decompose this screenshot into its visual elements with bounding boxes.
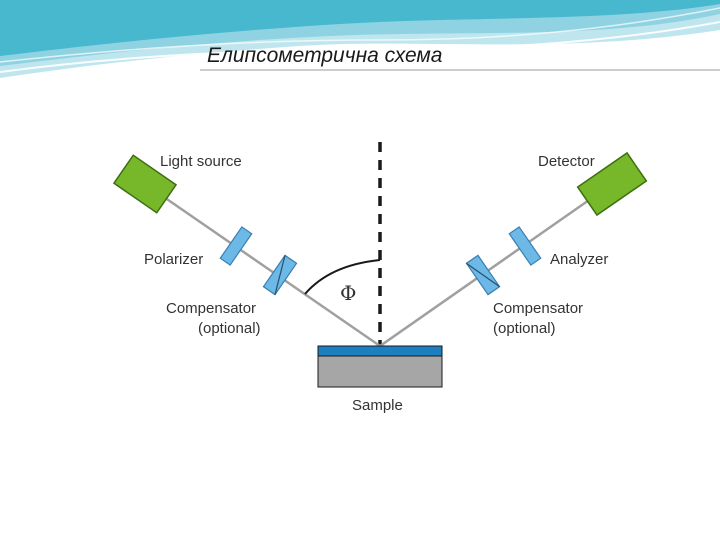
header-band <box>0 0 720 78</box>
incident-beam <box>144 182 381 348</box>
compensator-left <box>262 254 298 296</box>
analyzer <box>508 226 542 266</box>
compensator-left-label: Compensator <box>166 300 256 317</box>
compensator-right <box>465 254 501 296</box>
header-wave-line <box>0 21 720 73</box>
sample-base <box>317 355 443 388</box>
polarizer <box>219 226 253 266</box>
reflected-beam <box>379 182 613 348</box>
header-wave-line-2 <box>0 7 720 63</box>
light-source <box>112 154 178 214</box>
sample-top-layer <box>317 345 443 357</box>
angle-label: Φ <box>340 281 356 305</box>
detector <box>576 151 648 217</box>
header-wave-dark <box>0 0 720 56</box>
compensator-right-optional: (optional) <box>493 320 556 337</box>
light-source-label: Light source <box>160 153 242 170</box>
detector-label: Detector <box>538 153 595 170</box>
compensator-right-label: Compensator <box>493 300 583 317</box>
analyzer-label: Analyzer <box>550 251 608 268</box>
compensator-left-optional: (optional) <box>198 320 261 337</box>
slide-title: Елипсометрична схема <box>207 44 443 67</box>
sample-label: Sample <box>352 397 403 414</box>
angle-arc <box>304 259 381 295</box>
polarizer-label: Polarizer <box>144 251 203 268</box>
